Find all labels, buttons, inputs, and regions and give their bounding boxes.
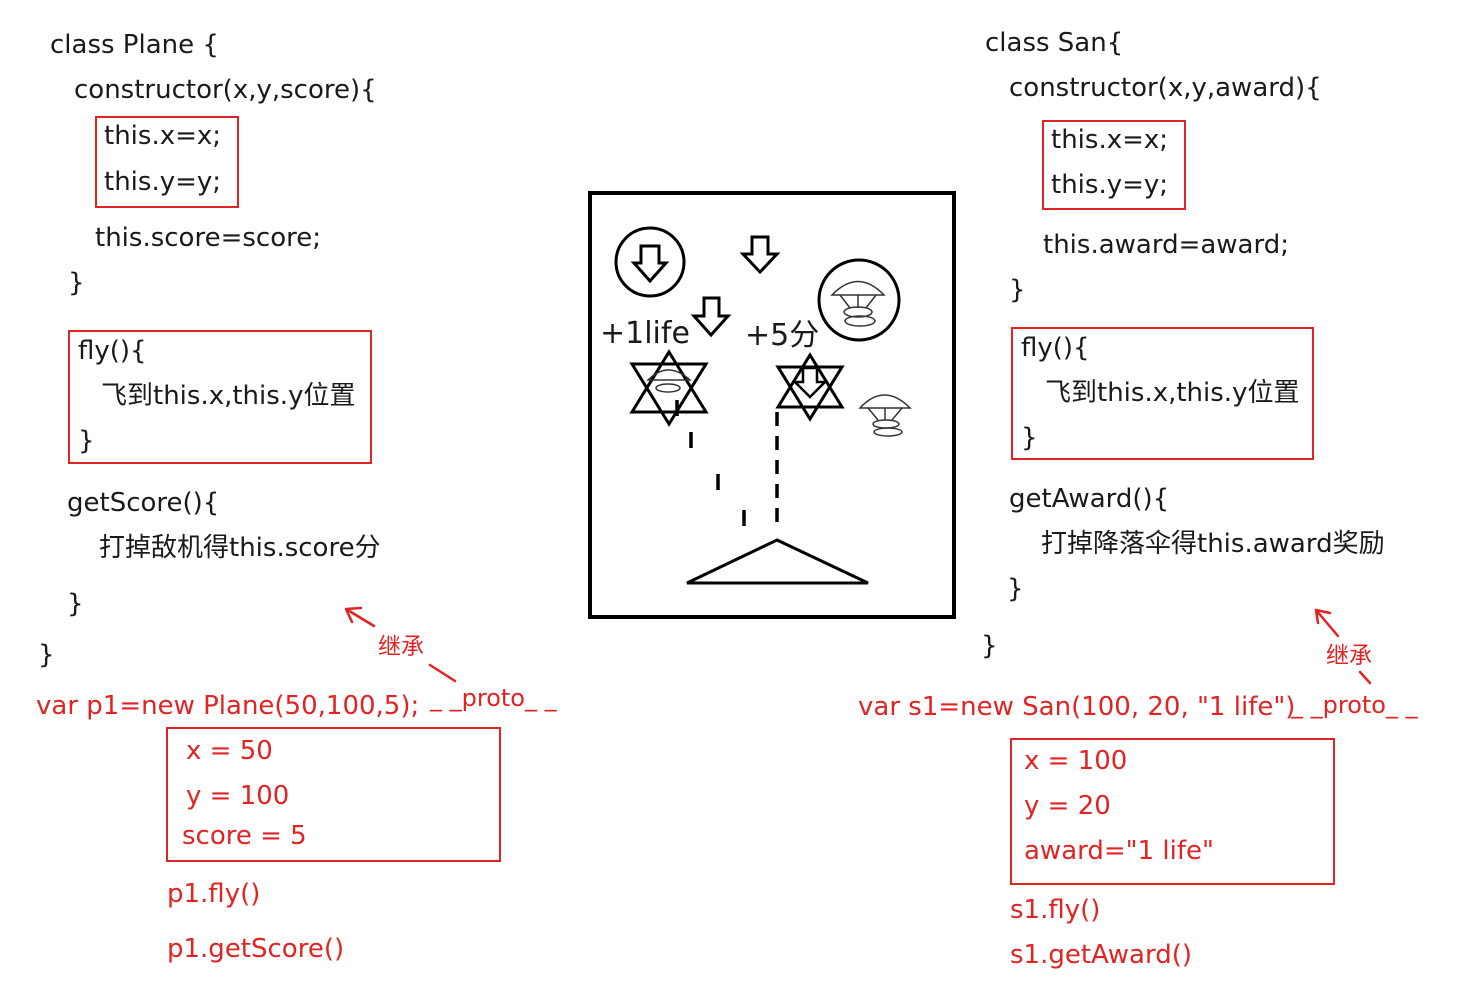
s1-prop-y: y = 20 xyxy=(1024,791,1111,821)
plane-class-header: class Plane { xyxy=(50,30,219,60)
plane-class-close: } xyxy=(38,640,55,670)
star-icon xyxy=(775,352,845,422)
plane-this-score: this.score=score; xyxy=(95,223,321,253)
plane-inherit-label: 继承 xyxy=(378,634,424,660)
p1-prop-score: score = 5 xyxy=(182,821,307,851)
down-arrow-icon xyxy=(739,235,781,275)
san-fly-open: fly(){ xyxy=(1021,333,1090,363)
san-constructor: constructor(x,y,award){ xyxy=(1009,73,1322,103)
parachute-icon xyxy=(858,394,912,437)
star-icon xyxy=(629,349,709,427)
p1-instance-box xyxy=(166,727,501,862)
san-proto-label: _ _proto_ _ xyxy=(1291,691,1418,719)
plane-xy-highlight xyxy=(95,116,239,208)
down-arrow-icon xyxy=(690,296,732,338)
plane-getscore-open: getScore(){ xyxy=(67,488,220,518)
san-getaward-body: 打掉降落伞得this.award奖励 xyxy=(1041,529,1385,559)
san-fly-highlight xyxy=(1011,327,1314,460)
plane-getscore-close: } xyxy=(67,589,84,619)
san-constructor-close: } xyxy=(1009,275,1026,305)
san-this-x: this.x=x; xyxy=(1051,125,1169,155)
san-fly-body: 飞到this.x,this.y位置 xyxy=(1045,378,1300,408)
plane-inherit-tail xyxy=(428,663,457,683)
plane-getscore-body: 打掉敌机得this.score分 xyxy=(99,533,381,563)
down-arrow-icon xyxy=(791,366,829,399)
san-xy-highlight xyxy=(1042,120,1186,210)
san-this-award: this.award=award; xyxy=(1043,230,1289,260)
plane-fly-close: } xyxy=(78,426,95,456)
s1-prop-x: x = 100 xyxy=(1024,746,1128,776)
san-fly-close: } xyxy=(1021,423,1038,453)
san-inherit-tail xyxy=(1358,670,1372,685)
score-bonus-label: +5分 xyxy=(745,318,820,353)
plane-constructor-close: } xyxy=(68,268,85,298)
life-bonus-label: +1life xyxy=(600,316,690,351)
plane-fly-body: 飞到this.x,this.y位置 xyxy=(101,381,356,411)
san-getaward-open: getAward(){ xyxy=(1009,484,1170,514)
san-getaward-close: } xyxy=(1007,574,1024,604)
bullet-trails xyxy=(675,400,779,532)
plane-instance-line: var p1=new Plane(50,100,5); xyxy=(36,691,420,721)
plane-fly-open: fly(){ xyxy=(78,336,147,366)
down-arrow-icon xyxy=(630,244,670,284)
plane-constructor: constructor(x,y,score){ xyxy=(74,75,377,105)
s1-prop-award: award="1 life" xyxy=(1024,836,1214,866)
p1-prop-x: x = 50 xyxy=(186,736,273,766)
plane-this-y: this.y=y; xyxy=(104,167,222,197)
s1-fly-call: s1.fly() xyxy=(1010,895,1101,925)
san-inherit-label: 继承 xyxy=(1326,643,1372,669)
plane-fly-highlight xyxy=(68,330,372,464)
san-this-y: this.y=y; xyxy=(1051,170,1169,200)
p1-fly-call: p1.fly() xyxy=(167,879,261,909)
san-inherit-arrow xyxy=(1314,608,1340,638)
parachute-icon xyxy=(646,369,692,393)
plane-inherit-arrow xyxy=(344,606,376,628)
p1-prop-y: y = 100 xyxy=(186,781,290,811)
plane-triangle xyxy=(686,538,869,585)
plane-proto-label: _ _proto_ _ xyxy=(430,684,557,712)
san-instance-line: var s1=new San(100, 20, "1 life") xyxy=(858,692,1296,722)
p1-getscore-call: p1.getScore() xyxy=(167,934,345,964)
s1-instance-box xyxy=(1010,738,1335,885)
enemy-circle xyxy=(614,226,686,298)
san-class-header: class San{ xyxy=(985,28,1124,58)
plane-this-x: this.x=x; xyxy=(104,121,222,151)
s1-getaward-call: s1.getAward() xyxy=(1010,940,1192,970)
game-stage xyxy=(588,191,956,619)
parachute-circle xyxy=(817,258,901,342)
san-class-close: } xyxy=(981,631,998,661)
parachute-icon xyxy=(830,280,886,327)
